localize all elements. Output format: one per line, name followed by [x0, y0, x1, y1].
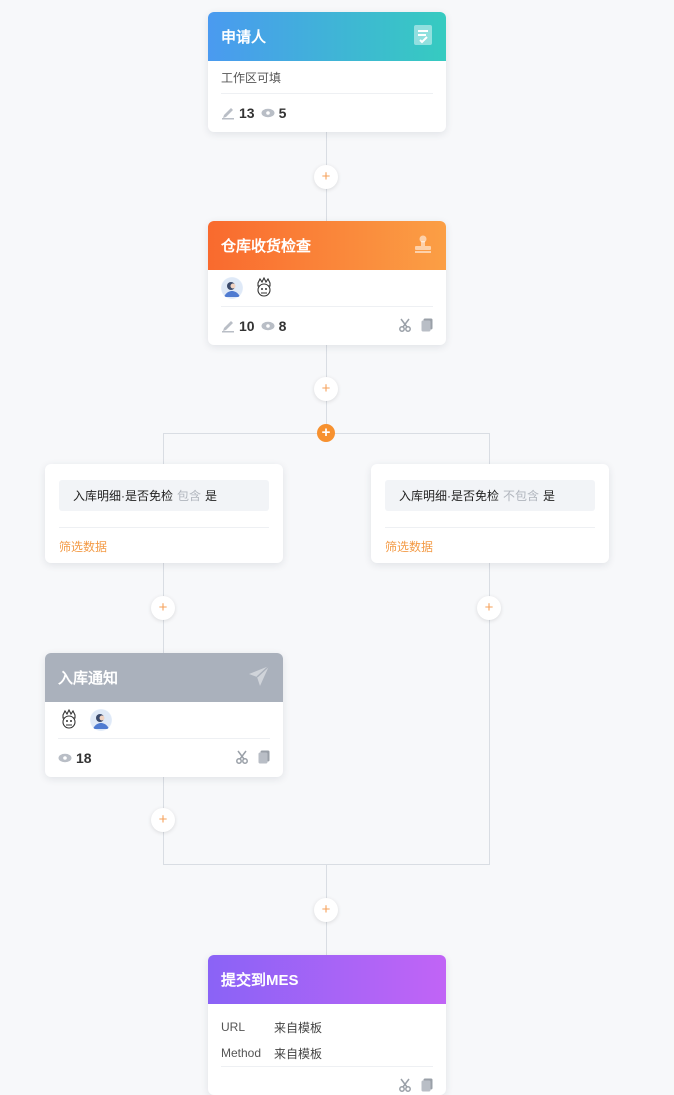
edit-icon — [221, 319, 235, 333]
add-node-button[interactable]: + — [151, 808, 175, 832]
edit-count: 13 — [239, 105, 255, 121]
node-header: 提交到MES — [208, 955, 446, 1004]
cut-icon[interactable] — [399, 318, 411, 335]
view-count: 8 — [278, 318, 287, 334]
node-title: 申请人 — [221, 29, 267, 46]
node-title: 入库通知 — [58, 670, 119, 687]
node-header: 申请人 — [208, 12, 446, 61]
node-header: 入库通知 — [45, 653, 283, 702]
condition-field: 入库明细·是否免检 — [399, 489, 499, 503]
user-avatar[interactable] — [253, 277, 275, 299]
stamp-icon — [413, 234, 433, 258]
form-icon — [413, 24, 433, 50]
field-row: URL 来自模板 — [221, 1014, 433, 1040]
node-title: 仓库收货检查 — [221, 238, 312, 255]
condition-operator: 不包含 — [503, 489, 540, 503]
field-value: 来自模板 — [274, 1020, 323, 1035]
edit-count: 10 — [239, 318, 255, 334]
node-warehouse-check[interactable]: 仓库收货检查 10 8 — [208, 221, 446, 345]
add-node-button[interactable]: + — [314, 165, 338, 189]
filter-data-link[interactable]: 筛选数据 — [385, 540, 434, 554]
node-applicant[interactable]: 申请人 工作区可填 13 5 — [208, 12, 446, 132]
field-value: 来自模板 — [274, 1046, 323, 1061]
branch-condition-right[interactable]: 入库明细·是否免检 不包含 是 筛选数据 — [371, 464, 609, 563]
connector-line — [489, 563, 490, 865]
add-node-button[interactable]: + — [151, 596, 175, 620]
copy-icon[interactable] — [421, 318, 433, 335]
condition-box: 入库明细·是否免检 包含 是 — [59, 480, 269, 511]
add-node-button[interactable]: + — [314, 377, 338, 401]
send-icon — [248, 664, 270, 691]
eye-icon — [58, 753, 72, 763]
field-key: URL — [221, 1020, 246, 1034]
cut-icon[interactable] — [236, 750, 248, 767]
node-inbound-notice[interactable]: 入库通知 18 — [45, 653, 283, 777]
add-node-button[interactable]: + — [477, 596, 501, 620]
filter-data-link[interactable]: 筛选数据 — [59, 540, 108, 554]
user-avatar[interactable] — [221, 277, 243, 299]
view-count: 5 — [278, 105, 287, 121]
eye-icon — [261, 108, 275, 118]
edit-icon — [221, 106, 235, 120]
condition-operator: 包含 — [177, 489, 202, 503]
copy-icon[interactable] — [421, 1078, 433, 1095]
condition-value: 是 — [205, 489, 218, 503]
connector-line — [163, 433, 164, 464]
node-title: 提交到MES — [221, 972, 299, 989]
cut-icon[interactable] — [399, 1078, 411, 1095]
node-header: 仓库收货检查 — [208, 221, 446, 270]
user-avatar[interactable] — [58, 709, 80, 731]
node-subtitle: 工作区可填 — [221, 70, 282, 85]
connector-line — [489, 433, 490, 464]
add-branch-button[interactable]: + — [317, 424, 335, 442]
condition-field: 入库明细·是否免检 — [73, 489, 173, 503]
condition-box: 入库明细·是否免检 不包含 是 — [385, 480, 595, 511]
user-avatar[interactable] — [90, 709, 112, 731]
view-count: 18 — [76, 750, 92, 766]
field-row: Method 来自模板 — [221, 1040, 433, 1066]
copy-icon[interactable] — [258, 750, 270, 767]
branch-condition-left[interactable]: 入库明细·是否免检 包含 是 筛选数据 — [45, 464, 283, 563]
field-key: Method — [221, 1046, 262, 1060]
eye-icon — [261, 321, 275, 331]
node-submit-mes[interactable]: 提交到MES URL 来自模板 Method 来自模板 — [208, 955, 446, 1095]
add-node-button[interactable]: + — [314, 898, 338, 922]
condition-value: 是 — [543, 489, 556, 503]
